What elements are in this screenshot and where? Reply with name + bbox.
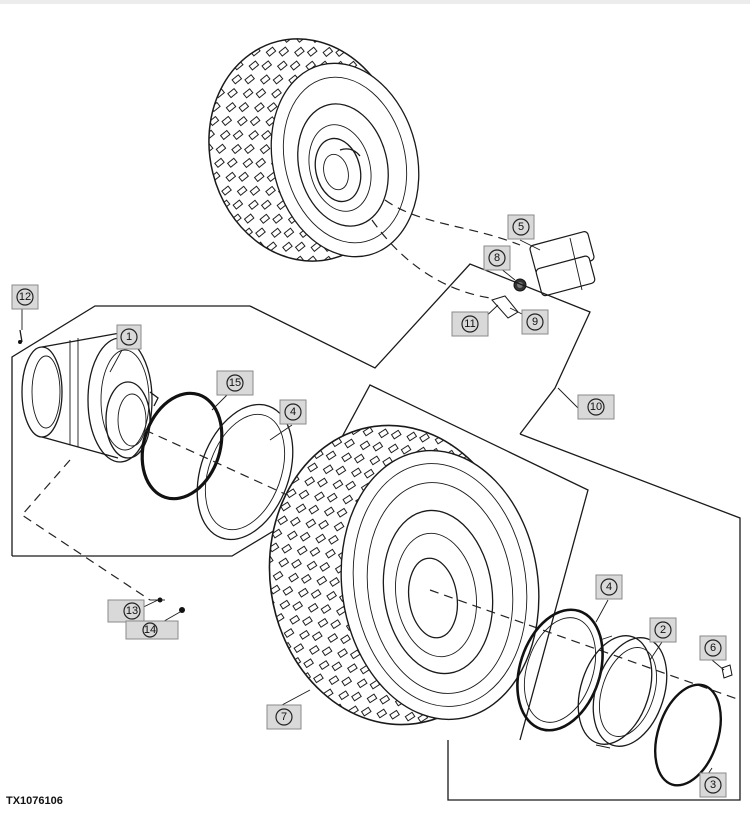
leader-dash-13 — [21, 459, 151, 601]
callout-2-label: 2 — [660, 624, 666, 636]
callout-3: 3 — [699, 772, 727, 798]
callout-4-lower: 4 — [595, 574, 623, 600]
callout-9-label: 9 — [532, 316, 538, 328]
callout-6-label: 6 — [710, 642, 716, 654]
callout-2: 2 — [649, 617, 677, 643]
callout-3-label: 3 — [710, 779, 716, 791]
callout-5-label: 5 — [518, 221, 524, 233]
callout-7: 7 — [266, 704, 302, 730]
callout-1: 1 — [116, 324, 142, 350]
axis-dash-upper — [144, 429, 321, 511]
driver-part-6 — [721, 664, 733, 679]
callout-10: 10 — [577, 394, 615, 420]
frame-left — [11, 305, 250, 556]
callout-12-label: 12 — [19, 291, 31, 303]
callout-4-lower-label: 4 — [606, 581, 612, 593]
leader-dash-2 — [371, 219, 491, 299]
bolt-part-12 — [19, 329, 23, 343]
callout-4-upper: 4 — [279, 399, 307, 425]
callout-6: 6 — [699, 635, 727, 661]
lock-ring-part-3 — [654, 683, 722, 787]
tire-part-7 — [268, 424, 540, 726]
bead-seat-band-part-2 — [577, 635, 668, 749]
callout-9: 9 — [521, 309, 549, 335]
o-ring-part-15 — [140, 391, 224, 501]
frame-left-bottom — [12, 514, 301, 557]
valve-parts-group — [491, 231, 596, 319]
callout-11-label: 11 — [464, 318, 475, 330]
figure-reference: TX1076106 — [6, 795, 63, 807]
callout-12: 12 — [11, 284, 39, 310]
part-14 — [179, 607, 185, 613]
callout-10-label: 10 — [590, 401, 602, 413]
leader-dash-1 — [384, 199, 521, 246]
callout-13: 13 — [107, 599, 145, 623]
upper-tire-assembly — [208, 38, 420, 262]
rim-part-1 — [21, 332, 159, 463]
callout-11: 11 — [451, 311, 489, 337]
frame-upper-right — [249, 263, 591, 435]
axis-dash-lower — [429, 589, 741, 701]
frame-right — [447, 433, 741, 801]
callout-13-label: 13 — [126, 605, 138, 617]
callout-8-label: 8 — [494, 252, 500, 264]
callout-5: 5 — [507, 214, 535, 240]
callout-15-label: 15 — [229, 377, 241, 389]
callout-1-label: 1 — [126, 331, 132, 343]
callout-14: 14 — [125, 620, 179, 640]
callout-14-label: 14 — [144, 624, 156, 636]
callout-15: 15 — [216, 370, 254, 396]
callout-7-label: 7 — [281, 711, 287, 723]
top-border — [0, 0, 750, 4]
callout-4-upper-label: 4 — [290, 406, 296, 418]
callout-8: 8 — [483, 245, 511, 271]
